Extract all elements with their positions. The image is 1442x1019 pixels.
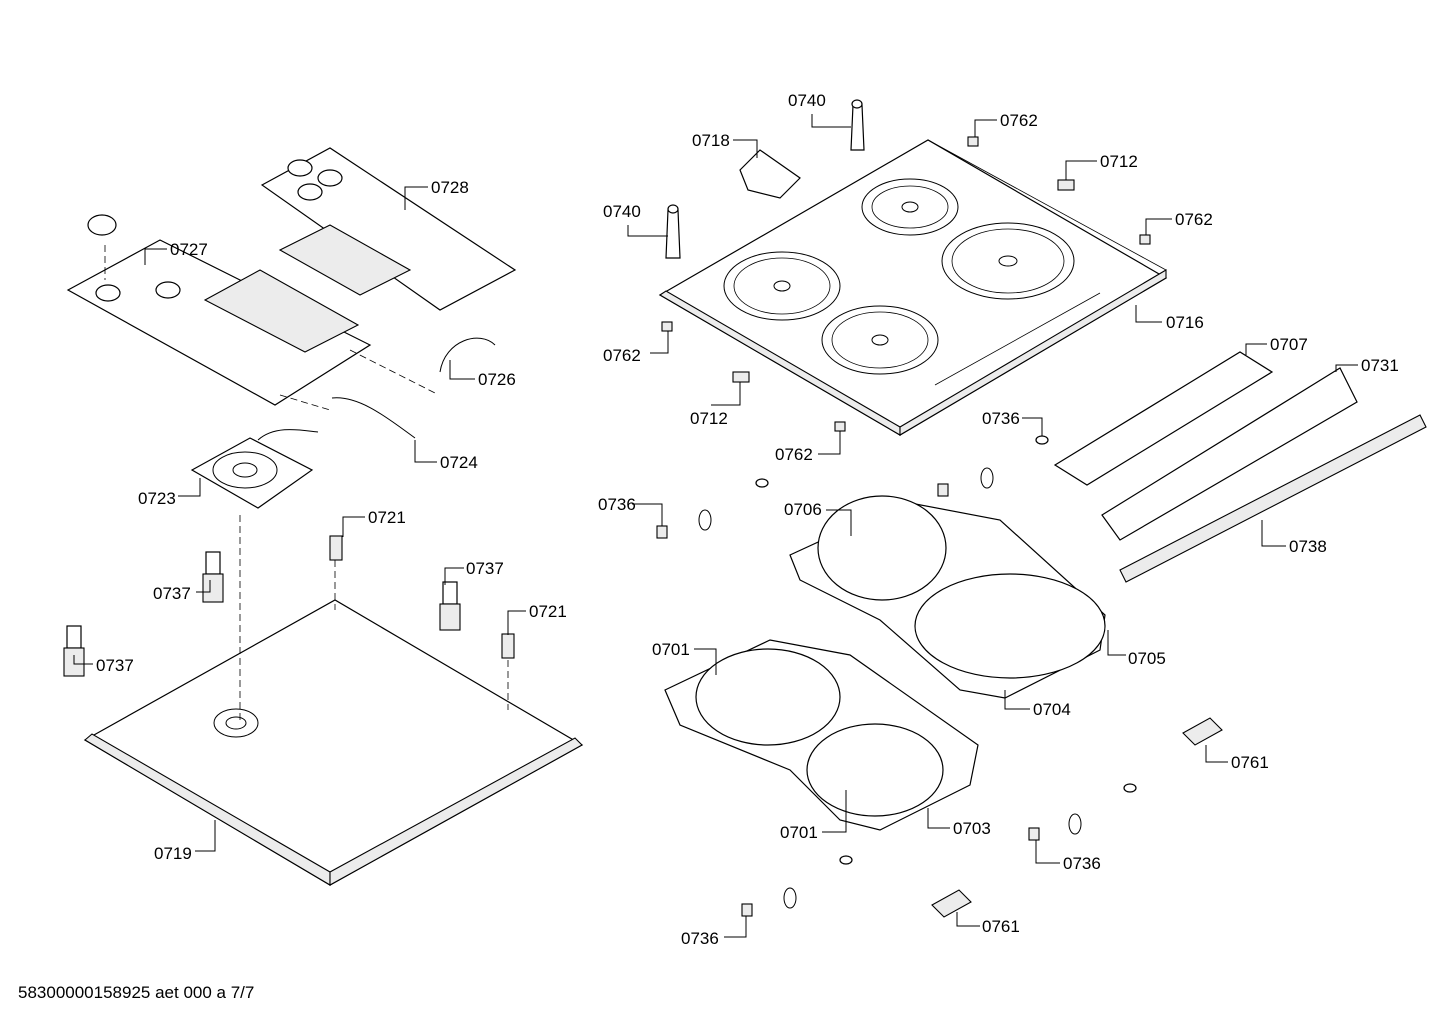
part-label-0762: 0762 [1175, 210, 1213, 229]
part-label-0738: 0738 [1289, 537, 1327, 556]
part-label-0737: 0737 [466, 559, 504, 578]
part-label-0728: 0728 [431, 178, 469, 197]
part-label-0712: 0712 [1100, 152, 1138, 171]
part-label-0762: 0762 [603, 346, 641, 365]
cables [257, 337, 496, 441]
part-label-0761: 0761 [1231, 753, 1269, 772]
part-label-0706: 0706 [784, 500, 822, 519]
part-label-0762: 0762 [1000, 111, 1038, 130]
part-label-0703: 0703 [953, 819, 991, 838]
part-label-0761: 0761 [982, 917, 1020, 936]
part-label-0724: 0724 [440, 453, 478, 472]
part-label-0726: 0726 [478, 370, 516, 389]
part-label-0716: 0716 [1166, 313, 1204, 332]
part-label-0736: 0736 [681, 929, 719, 948]
part-label-0740: 0740 [603, 202, 641, 221]
part-label-0701: 0701 [780, 823, 818, 842]
part-label-0705: 0705 [1128, 649, 1166, 668]
cooling-fan-0723 [190, 437, 314, 509]
part-label-0718: 0718 [692, 131, 730, 150]
part-label-0736: 0736 [1063, 854, 1101, 873]
part-label-0701: 0701 [652, 640, 690, 659]
part-label-0727: 0727 [170, 240, 208, 259]
part-label-0719: 0719 [154, 844, 192, 863]
document-reference: 58300000158925 aet 000 a 7/7 [18, 983, 255, 1002]
base-tray-0719 [83, 599, 584, 886]
coil-carrier-0704 [789, 495, 1106, 699]
part-label-0712: 0712 [690, 409, 728, 428]
part-label-0740: 0740 [788, 91, 826, 110]
part-label-0723: 0723 [138, 489, 176, 508]
cooktop-glass-0716 [658, 139, 1168, 436]
part-label-0736: 0736 [982, 409, 1020, 428]
part-label-0707: 0707 [1270, 335, 1308, 354]
part-label-0762: 0762 [775, 445, 813, 464]
control-parts [1053, 351, 1427, 583]
part-label-0736: 0736 [598, 495, 636, 514]
part-label-0721: 0721 [529, 602, 567, 621]
part-label-0721: 0721 [368, 508, 406, 527]
part-label-0737: 0737 [153, 584, 191, 603]
part-label-0731: 0731 [1361, 356, 1399, 375]
assembly-lines [104, 245, 509, 720]
power-boards [66, 147, 517, 406]
sensors-and-ferrites [656, 435, 1223, 918]
coil-carrier-0703 [664, 639, 979, 831]
part-label-0704: 0704 [1033, 700, 1071, 719]
leader-lines [73, 114, 1358, 938]
part-label-0737: 0737 [96, 656, 134, 675]
feet-and-springs [63, 535, 515, 677]
